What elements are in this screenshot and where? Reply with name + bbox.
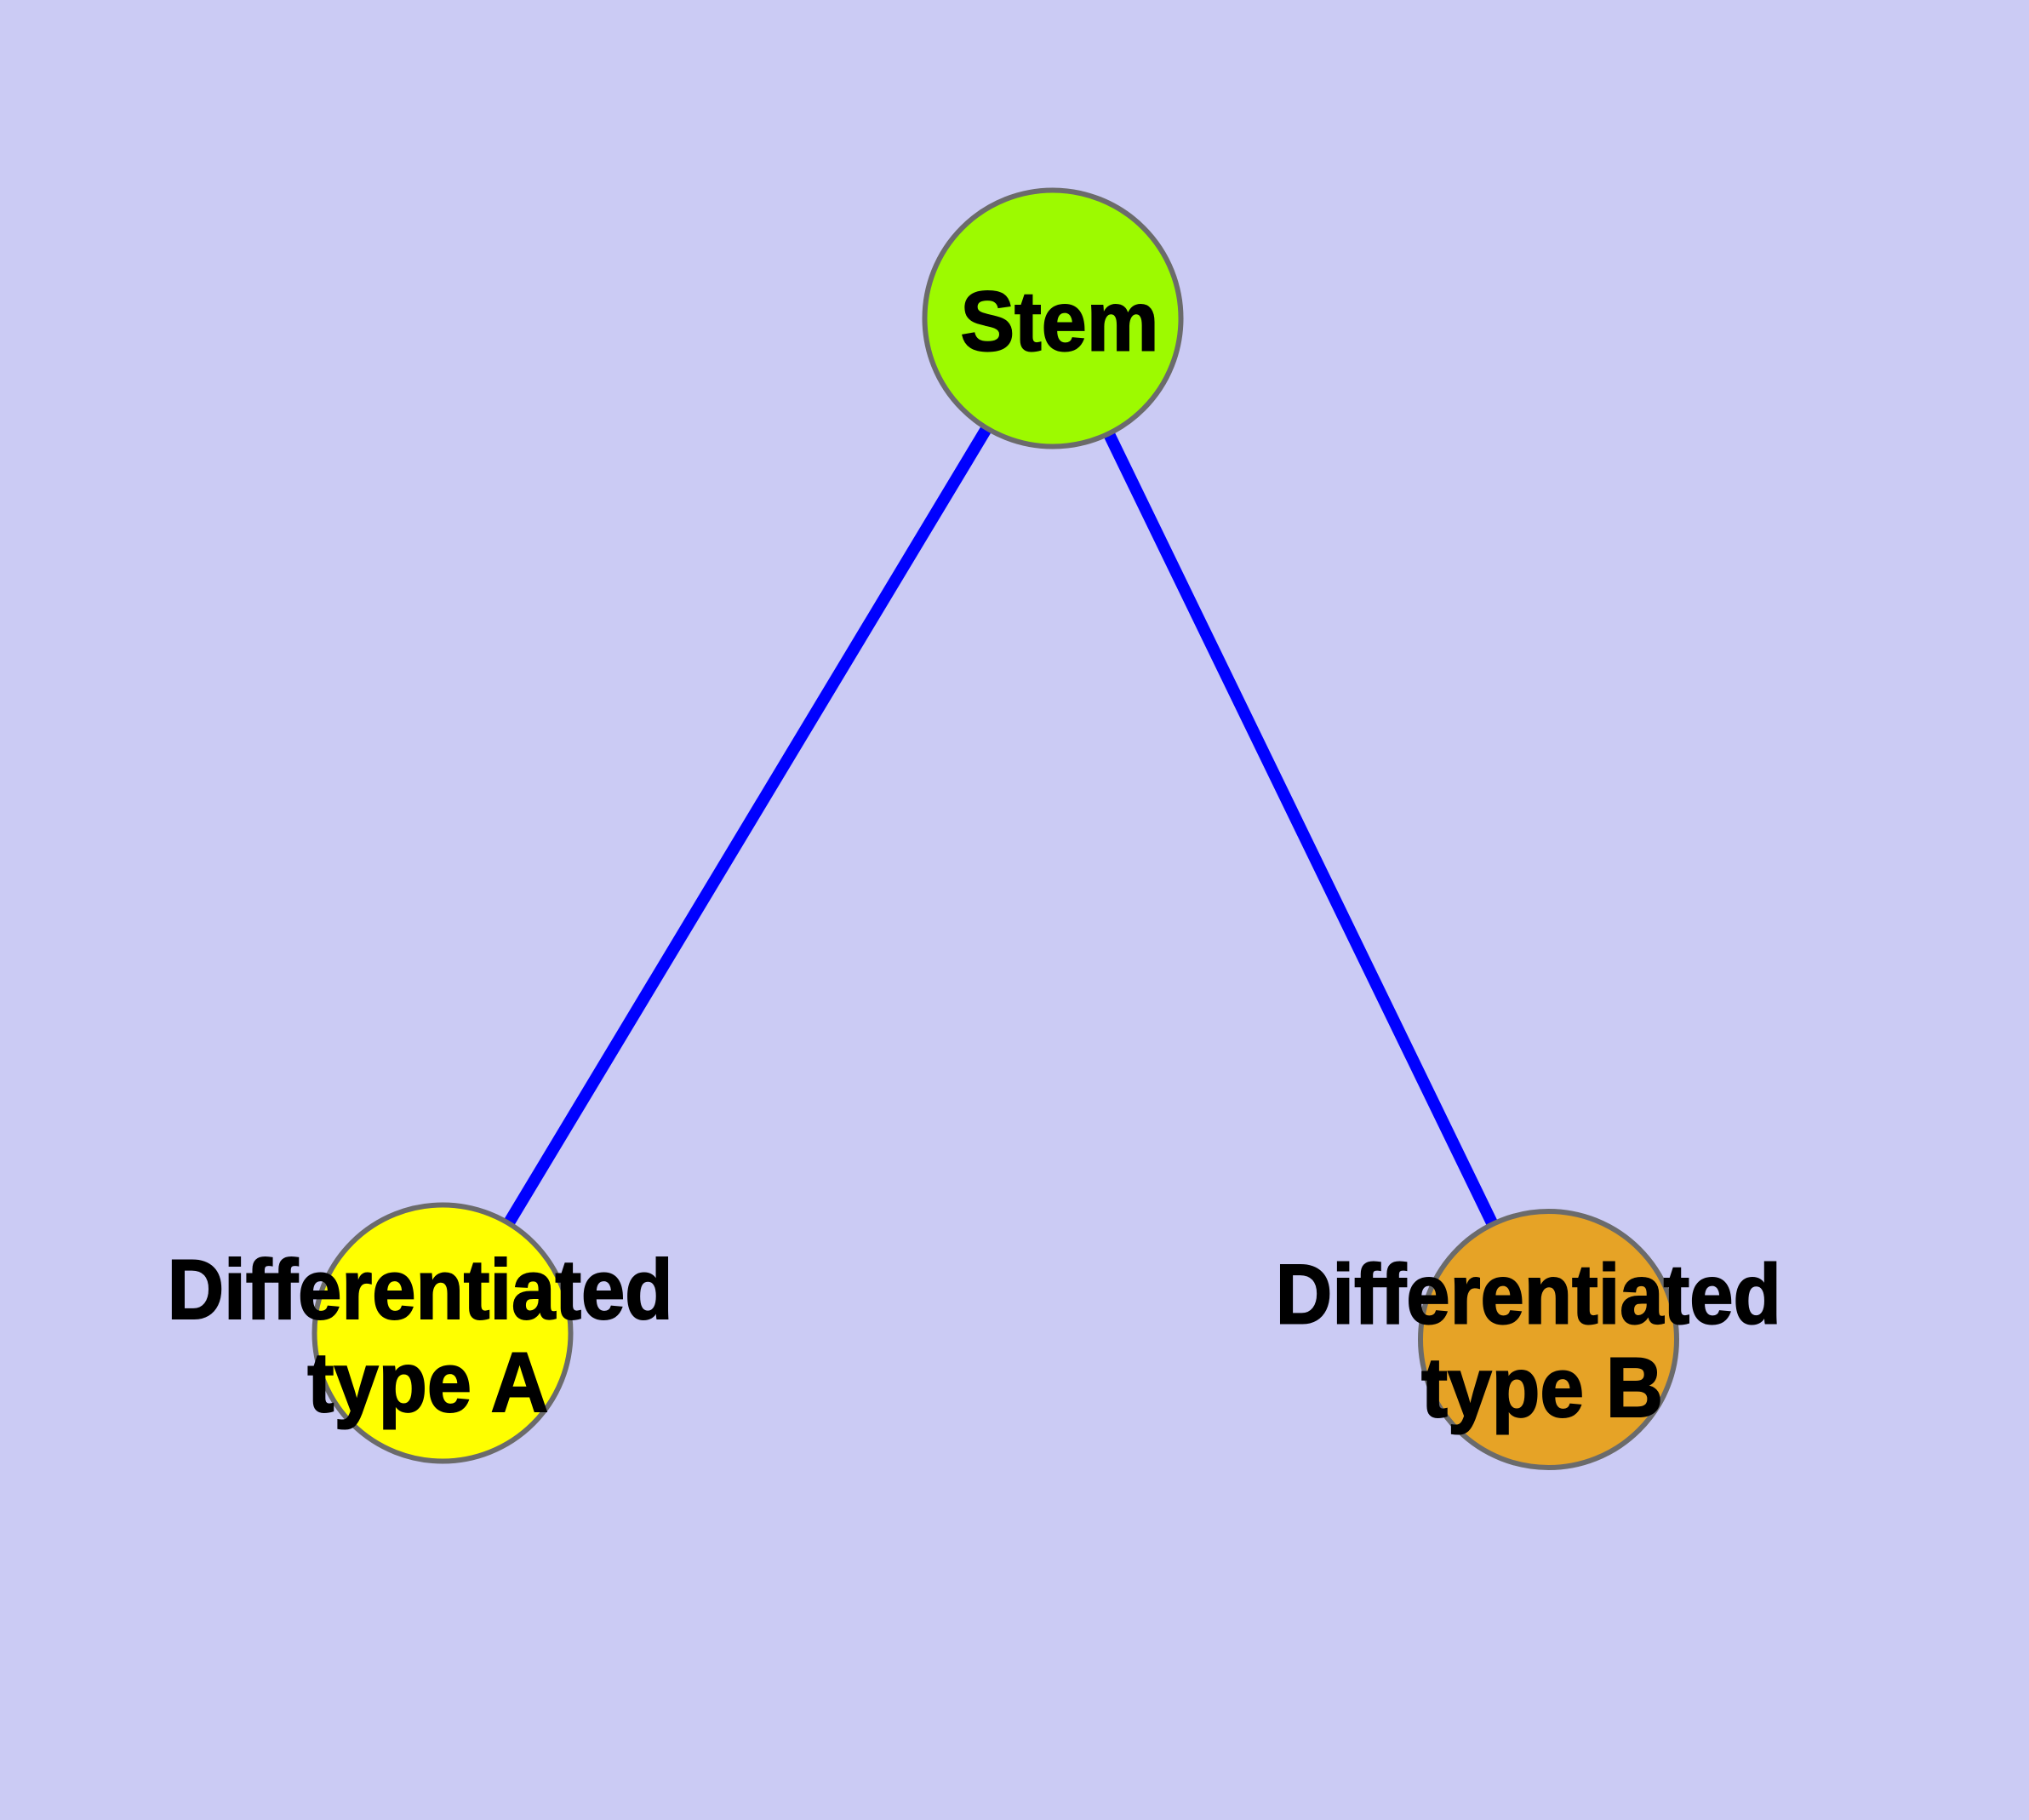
svg-text:Differentiated: Differentiated <box>168 1242 673 1336</box>
svg-text:type B: type B <box>1421 1340 1663 1434</box>
svg-text:Stem: Stem <box>961 274 1159 369</box>
svg-text:Differentiated: Differentiated <box>1276 1247 1781 1342</box>
svg-text:type A: type A <box>307 1335 548 1429</box>
